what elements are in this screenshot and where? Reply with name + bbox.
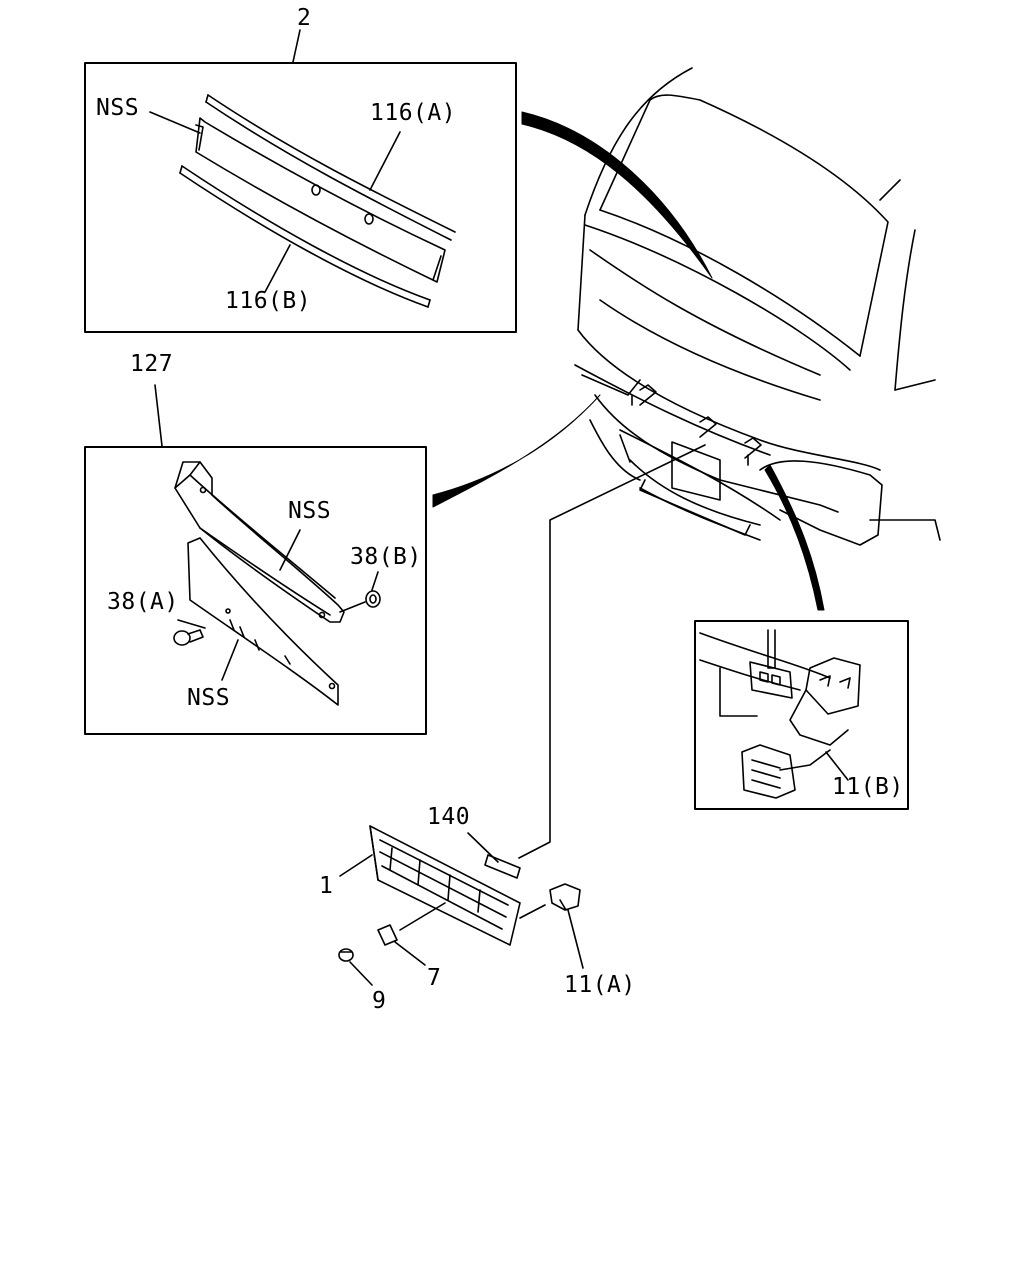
- label-38b: 38(B): [350, 544, 422, 570]
- label-1: 1: [319, 873, 334, 899]
- pointer-arrow-bracket: [432, 394, 601, 508]
- label-38a: 38(A): [107, 589, 179, 615]
- pointer-arrow-bracket-detail: [764, 464, 825, 611]
- detail-box-clip: [694, 620, 909, 810]
- clip-11a: [549, 883, 581, 911]
- grommet-38b: [365, 590, 381, 608]
- label-116b: 116(B): [225, 288, 312, 314]
- callout-127: 127: [130, 351, 174, 377]
- emblem-140: [484, 854, 521, 879]
- callout-2: 2: [297, 5, 312, 31]
- bracket-upper: [174, 461, 345, 623]
- clip-7: [377, 924, 398, 946]
- bolt-9: [338, 948, 354, 962]
- garnish-panel: [195, 117, 446, 283]
- clip-11b: [805, 657, 861, 715]
- label-140: 140: [427, 804, 471, 830]
- clip-38a: [173, 630, 191, 646]
- molding-strip-lower: [181, 165, 431, 301]
- molding-strip-upper: [207, 94, 456, 233]
- label-nss-lower: NSS: [187, 685, 231, 711]
- bracket-lower-panel: [187, 537, 339, 706]
- detail-box-garnish: [84, 29, 517, 333]
- label-nss-top: NSS: [96, 95, 140, 121]
- vehicle-front: [574, 67, 941, 546]
- leader-line-2: [292, 29, 301, 63]
- label-11b: 11(B): [832, 774, 904, 800]
- grille-assembly: [338, 825, 584, 986]
- label-11a: 11(A): [564, 972, 636, 998]
- leader-line-140: [518, 444, 706, 859]
- label-nss-upper: NSS: [288, 498, 332, 524]
- pointer-arrow-garnish: [521, 111, 713, 279]
- label-9: 9: [372, 988, 387, 1014]
- detail-box-bracket: [84, 384, 427, 735]
- label-116a: 116(A): [370, 100, 457, 126]
- label-7: 7: [427, 965, 442, 991]
- leader-line-127: [154, 384, 163, 447]
